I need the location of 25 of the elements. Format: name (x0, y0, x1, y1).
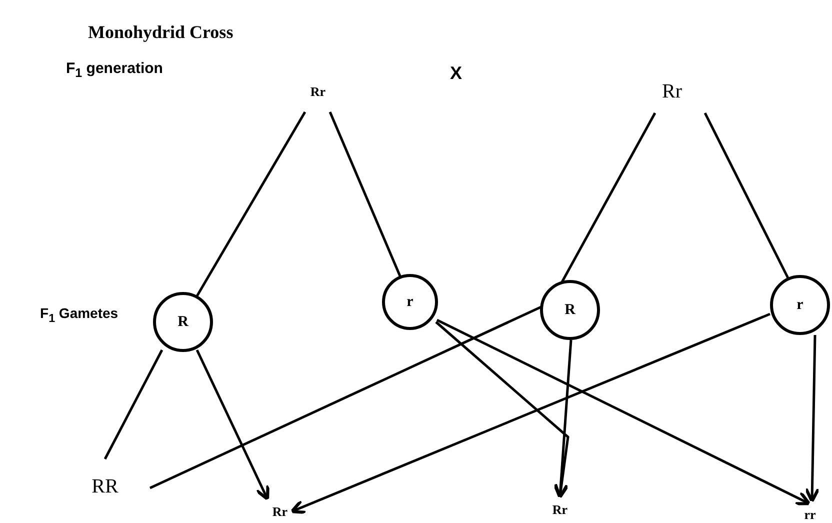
connector-line (149, 306, 542, 490)
genotype-label: rr (804, 507, 816, 523)
connector-line (560, 112, 656, 283)
gamete-circle: R (153, 292, 213, 352)
diagram-title: Monohydrid Cross (88, 22, 234, 43)
connector-line (328, 112, 402, 276)
gamete-circle: r (770, 275, 830, 335)
genotype-label: Rr (552, 502, 568, 518)
connector-line (104, 349, 164, 460)
cross-symbol: X (450, 62, 464, 84)
arrow (804, 334, 820, 503)
row-label: F$_{1}$ Gametes (40, 305, 120, 326)
connector-line (704, 112, 790, 279)
arrow (553, 340, 572, 499)
genotype-label: Rr (662, 80, 682, 104)
row-label: F$_{1}$ generation (66, 60, 164, 82)
genotype-label: Rr (272, 504, 288, 520)
genotype-label: Rr (310, 84, 326, 100)
arrow (436, 318, 811, 506)
arrow (196, 349, 270, 501)
gamete-circle: R (540, 280, 600, 340)
gamete-circle: r (382, 274, 438, 330)
genotype-label: RR (92, 476, 118, 498)
connector-line (196, 111, 306, 297)
arrow (290, 312, 770, 514)
